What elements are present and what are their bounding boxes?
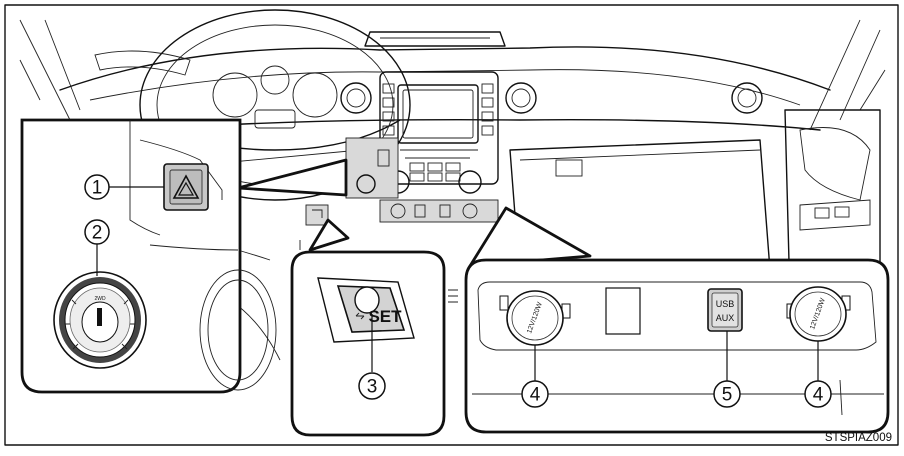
leader-lines xyxy=(236,158,592,268)
set-label: SET xyxy=(368,307,402,326)
callout-1: 1 xyxy=(84,174,164,200)
callout-1-number: 1 xyxy=(92,178,103,199)
callout-3-number: 3 xyxy=(367,377,378,398)
inset-hazard-4wd: 2WD xyxy=(20,118,277,394)
callout-5-number: 5 xyxy=(722,385,733,406)
callout-4-left-number: 4 xyxy=(530,385,541,406)
figure-code: STSPIAZ009 xyxy=(825,432,892,444)
four-wheel-drive-dial-icon: 2WD xyxy=(53,271,147,369)
inset-outlets-usb: 12V/120W USB AUX 12V/120W xyxy=(464,258,890,434)
callout-4-right: 4 xyxy=(804,380,832,408)
power-outlet-icon: 12V/120W xyxy=(499,290,571,346)
aux-label: AUX xyxy=(716,313,735,323)
figure-frame xyxy=(4,4,899,446)
usb-label: USB xyxy=(716,299,735,309)
callout-5: 5 xyxy=(713,380,741,408)
callout-4-left: 4 xyxy=(521,380,549,408)
callout-4-right-number: 4 xyxy=(813,385,824,406)
dial-mode-label: 2WD xyxy=(94,296,106,302)
callout-3: 3 xyxy=(358,372,386,400)
inset-set-switch: SET xyxy=(290,250,446,437)
power-outlet-icon: 12V/120W xyxy=(786,286,851,342)
callout-2-number: 2 xyxy=(92,223,103,244)
blank-panel xyxy=(605,287,641,335)
hazard-triangle-icon xyxy=(172,174,200,199)
usb-aux-port-icon: USB AUX xyxy=(707,288,743,332)
callout-2: 2 xyxy=(84,219,110,276)
